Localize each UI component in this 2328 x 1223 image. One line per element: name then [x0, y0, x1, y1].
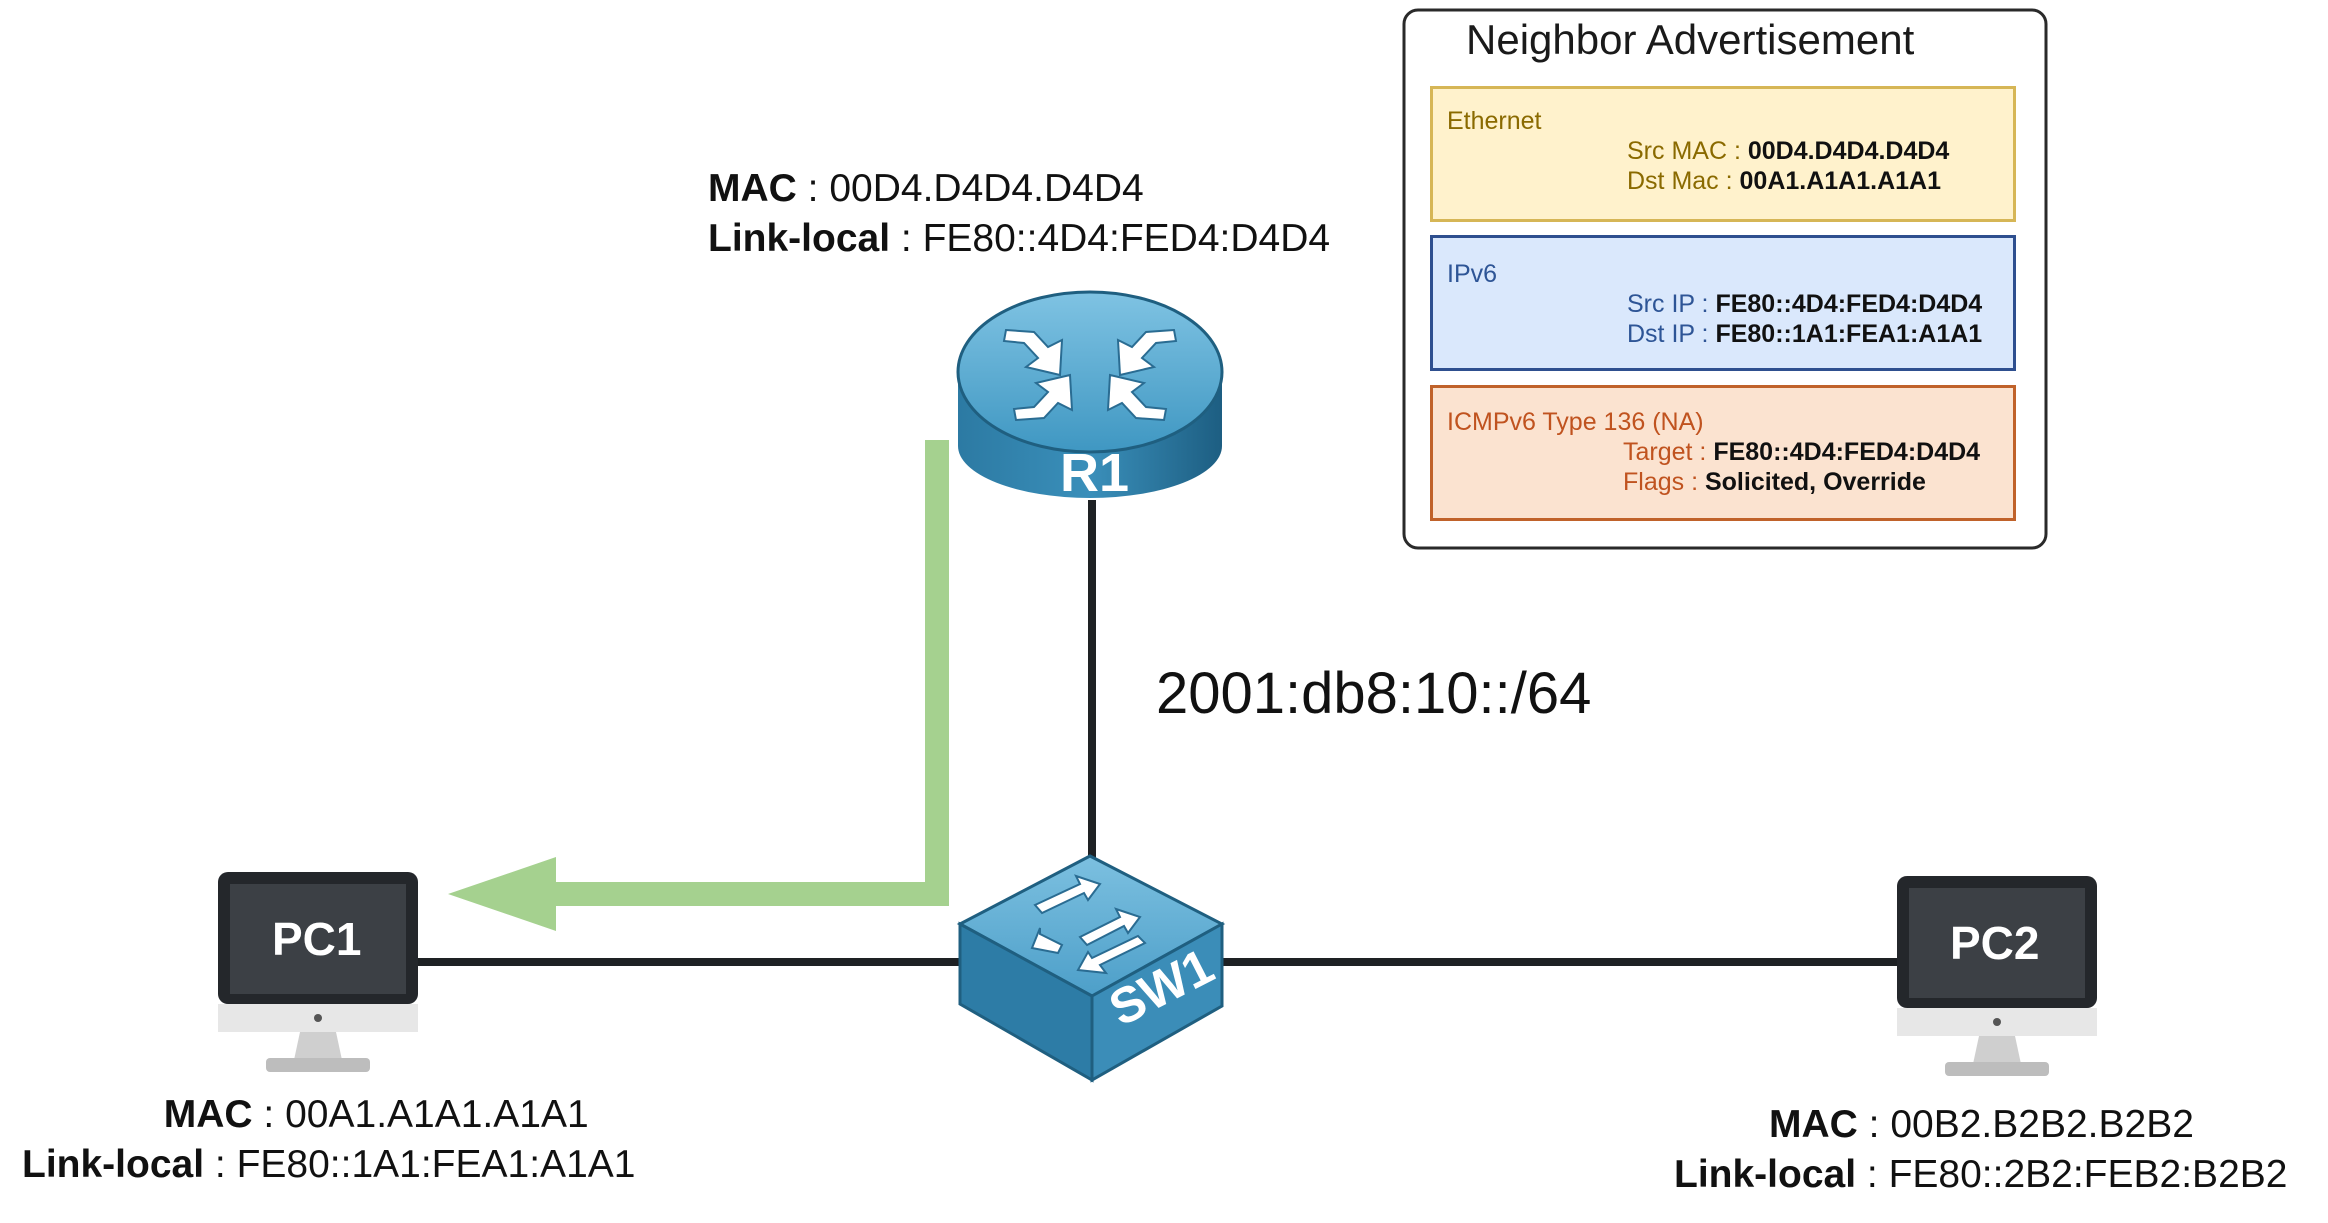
pc1-mac: 00A1.A1A1.A1A1 [285, 1093, 589, 1136]
ipv6-header: IPv6 Src IP : FE80::4D4:FED4:D4D4 Dst IP… [1430, 235, 2016, 371]
pc2-link-local: FE80::2B2:FEB2:B2B2 [1888, 1153, 2288, 1196]
return-arrow-icon [448, 440, 949, 931]
r1-mac: 00D4.D4D4.D4D4 [829, 167, 1144, 210]
subnet-label: 2001:db8:10::/64 [1156, 661, 1592, 726]
ipv6-src-label: Src IP : [1627, 290, 1716, 318]
ethernet-dst-label: Dst Mac : [1627, 167, 1740, 195]
r1-address-info: MAC : 00D4.D4D4.D4D4 Link-local : FE80::… [708, 167, 1331, 260]
icmpv6-flags-label: Flags : [1623, 468, 1705, 496]
switch-icon [956, 854, 1226, 1083]
icmpv6-target-field: Target : FE80::4D4:FED4:D4D4 [1623, 438, 1980, 467]
ethernet-src-value: 00D4.D4D4.D4D4 [1747, 137, 1950, 165]
pc1-ll-key: Link-local [22, 1143, 205, 1186]
icmpv6-target-value: FE80::4D4:FED4:D4D4 [1713, 438, 1981, 466]
ipv6-dst-value: FE80::1A1:FEA1:A1A1 [1715, 320, 1983, 348]
pc1-label: PC1 [272, 913, 362, 965]
r1-mac-key: MAC [708, 167, 797, 210]
pc2-mac-key: MAC [1769, 1103, 1858, 1146]
ipv6-dst-label: Dst IP : [1627, 320, 1716, 348]
icmpv6-flags-field: Flags : Solicited, Override [1623, 468, 1926, 497]
ethernet-src-label: Src MAC : [1627, 137, 1748, 165]
pc2-ll-key: Link-local [1674, 1153, 1857, 1196]
ipv6-dst-field: Dst IP : FE80::1A1:FEA1:A1A1 [1627, 320, 1982, 349]
pc2-mac: 00B2.B2B2.B2B2 [1890, 1103, 2194, 1146]
ethernet-dst-field: Dst Mac : 00A1.A1A1.A1A1 [1627, 167, 1941, 196]
icmpv6-target-label: Target : [1623, 438, 1714, 466]
icmpv6-flags-value: Solicited, Override [1704, 468, 1926, 496]
packet-title: Neighbor Advertisement [1466, 16, 1915, 63]
pc2-address-info: MAC : 00B2.B2B2.B2B2 Link-local : FE80::… [1674, 1103, 2288, 1196]
ipv6-src-field: Src IP : FE80::4D4:FED4:D4D4 [1627, 290, 1982, 319]
ethernet-src-field: Src MAC : 00D4.D4D4.D4D4 [1627, 137, 1949, 166]
pc1-link-local: FE80::1A1:FEA1:A1A1 [236, 1143, 636, 1186]
desktop-computer-icon [218, 872, 418, 1072]
ethernet-header: Ethernet Src MAC : 00D4.D4D4.D4D4 Dst Ma… [1430, 86, 2016, 222]
pc2-label: PC2 [1950, 917, 2040, 969]
desktop-computer-icon [1897, 876, 2097, 1076]
icmpv6-title: ICMPv6 Type 136 (NA) [1447, 408, 1704, 436]
ethernet-title: Ethernet [1447, 107, 1542, 135]
pc1-address-info: MAC : 00A1.A1A1.A1A1 Link-local : FE80::… [22, 1093, 636, 1186]
ethernet-dst-value: 00A1.A1A1.A1A1 [1739, 167, 1942, 195]
router-icon [956, 290, 1224, 498]
r1-ll-key: Link-local [708, 217, 891, 260]
icmpv6-header: ICMPv6 Type 136 (NA) Target : FE80::4D4:… [1430, 385, 2016, 521]
pc1-mac-key: MAC [163, 1093, 253, 1136]
ipv6-src-value: FE80::4D4:FED4:D4D4 [1715, 290, 1983, 318]
router-label: R1 [1060, 443, 1130, 503]
ipv6-title: IPv6 [1447, 260, 1498, 288]
r1-link-local: FE80::4D4:FED4:D4D4 [922, 217, 1331, 260]
